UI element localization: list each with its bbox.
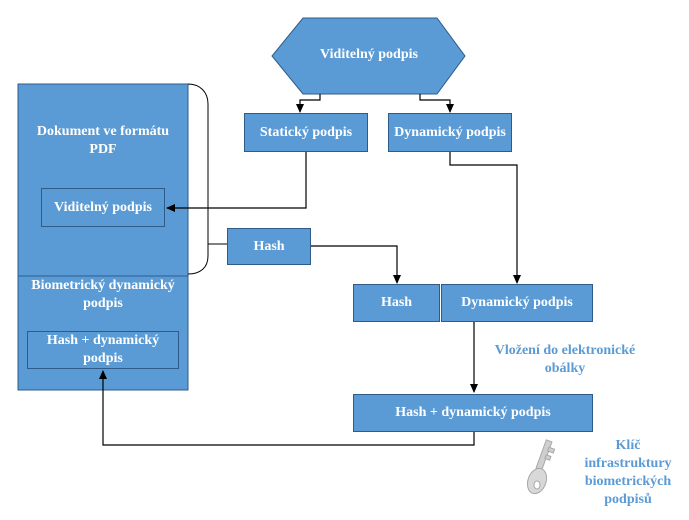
static-signature-label: Statický podpis [259,124,353,140]
pdf-visible-signature-box: Viditelný podpis [41,188,165,227]
hash-dynamic-bottom-label: Hash + dynamický podpis [395,405,551,420]
pdf-document-title: Dokument ve formátu PDF [36,124,170,157]
pdf-hash-dynamic-box: Hash + dynamický podpis [27,331,179,369]
dynamic-signature-box-top: Dynamický podpis [388,113,512,152]
hash-left-label: Hash [253,238,285,254]
dynamic-signature-top-label: Dynamický podpis [394,124,506,140]
top-hexagon-shape [271,17,466,95]
key-note: Klíč infrastruktury biometrických podpis… [584,438,672,507]
key-icon [526,439,556,495]
arrow-top-to-dynamic [419,94,454,113]
arrow-hash-to-hash [311,245,401,284]
hash-mid-label: Hash [380,295,413,310]
arrow-bottom-to-pdf-hash [99,370,475,446]
pdf-visible-signature-label: Viditelný podpis [54,199,152,215]
pdf-biometric-title: Biometrický dynamický podpis [31,278,175,311]
dynamic-signature-box-mid: Dynamický podpis [441,284,593,322]
hash-box-left: Hash [227,228,311,265]
arrow-dynamic-to-dynmid [449,152,521,284]
hash-box-mid: Hash [353,284,440,322]
static-signature-box: Statický podpis [244,113,368,152]
dynamic-signature-mid-label: Dynamický podpis [461,295,573,310]
envelope-note: Vložení do elektronické obálky [494,343,636,376]
pdf-hash-dynamic-label: Hash + dynamický podpis [46,333,160,366]
arrow-top-to-static [296,94,321,113]
arrow-static-to-visible [166,152,307,212]
pdf-bracket [187,83,209,275]
hash-dynamic-box-bottom: Hash + dynamický podpis [353,394,593,432]
top-visible-signature: Viditelný podpis [320,47,418,62]
